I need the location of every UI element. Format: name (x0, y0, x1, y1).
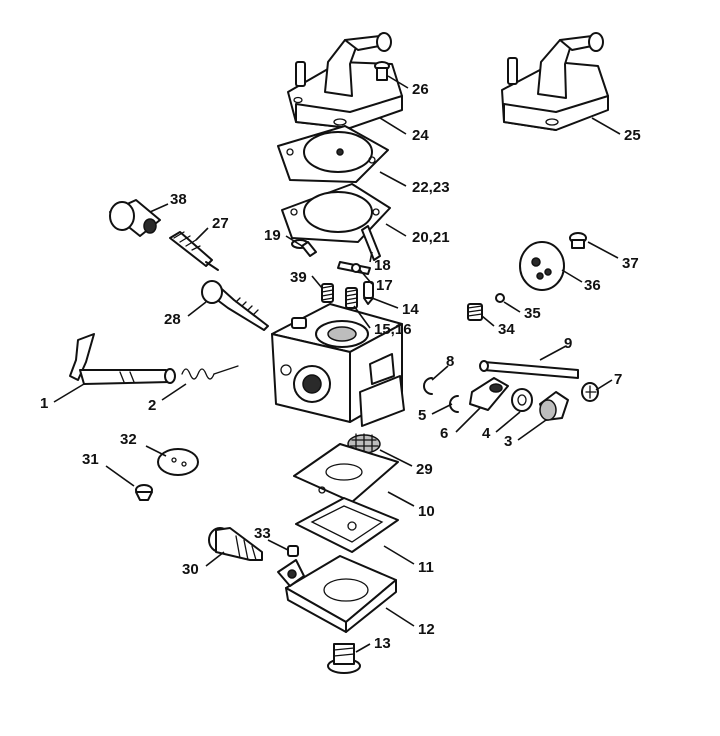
callout-19: 19 (264, 227, 281, 244)
part-screw-13 (327, 643, 361, 674)
part-screw-27 (169, 231, 219, 271)
part-clip-5 (449, 395, 459, 413)
callout-33: 33 (254, 525, 271, 542)
part-screw-26 (374, 61, 390, 81)
callout-3: 3 (504, 433, 512, 450)
callout-2: 2 (148, 397, 156, 414)
callout-34: 34 (498, 321, 515, 338)
part-spring-39 (321, 283, 334, 303)
callout-14: 14 (402, 301, 419, 318)
callout-30: 30 (182, 561, 199, 578)
part-plate-32 (157, 448, 199, 476)
callout-4: 4 (482, 425, 491, 442)
callout-13: 13 (374, 635, 391, 652)
callout-22-23: 22,23 (412, 179, 450, 196)
callout-26: 26 (412, 81, 429, 98)
part-shaft-1 (69, 333, 176, 385)
part-screw-30 (208, 527, 263, 561)
part-bushing-33 (287, 545, 299, 557)
callout-18: 18 (374, 257, 391, 274)
part-pin-18 (361, 225, 381, 261)
part-lever-6 (469, 377, 509, 411)
callout-24: 24 (412, 127, 429, 144)
part-screw-37 (569, 232, 587, 249)
callout-10: 10 (418, 503, 435, 520)
part-plate-36 (519, 241, 565, 291)
leader-lines (53, 75, 621, 653)
part-gasket-11 (295, 497, 399, 553)
part-knob-3 (539, 391, 569, 421)
callout-32: 32 (120, 431, 137, 448)
part-clip-8 (423, 377, 433, 395)
callout-11: 11 (418, 559, 434, 576)
part-cover-25 (501, 32, 609, 131)
part-washer-4 (511, 388, 533, 412)
callout-17: 17 (376, 277, 393, 294)
callout-36: 36 (584, 277, 601, 294)
part-end-cover-12 (277, 555, 397, 633)
part-needle-14 (363, 281, 374, 305)
callout-31: 31 (82, 451, 99, 468)
callout-25: 25 (624, 127, 641, 144)
part-ball-35 (495, 293, 505, 303)
part-cap-38 (109, 199, 161, 237)
part-spring-15-16 (345, 287, 358, 309)
callout-1: 1 (40, 395, 48, 412)
callout-38: 38 (170, 191, 187, 208)
callout-15-16: 15,16 (374, 321, 412, 338)
part-lever-17 (337, 261, 371, 275)
callout-12: 12 (418, 621, 435, 638)
callout-28: 28 (164, 311, 181, 328)
callout-labels: 1 2 3 4 5 6 7 8 9 10 11 12 13 14 15,16 1… (40, 81, 641, 652)
part-screw-31 (135, 484, 153, 501)
part-carburetor-body (271, 303, 405, 427)
part-screw-28 (201, 280, 269, 331)
callout-27: 27 (212, 215, 229, 232)
part-spring-34 (467, 303, 483, 321)
callout-6: 6 (440, 425, 448, 442)
callout-20-21: 20,21 (412, 229, 450, 246)
callout-35: 35 (524, 305, 541, 322)
part-spring-2 (181, 365, 239, 380)
callout-5: 5 (418, 407, 426, 424)
part-gasket-20-21 (281, 183, 391, 243)
callout-8: 8 (446, 353, 454, 370)
callout-39: 39 (290, 269, 307, 286)
part-cover-24 (287, 32, 403, 129)
part-diaphragm-22-23 (277, 125, 389, 183)
callout-7: 7 (614, 371, 622, 388)
callout-37: 37 (622, 255, 639, 272)
part-shaft-9 (479, 360, 579, 379)
part-screw-7 (581, 382, 599, 402)
part-diaphragm-10 (293, 443, 399, 503)
callout-9: 9 (564, 335, 572, 352)
callout-29: 29 (416, 461, 433, 478)
